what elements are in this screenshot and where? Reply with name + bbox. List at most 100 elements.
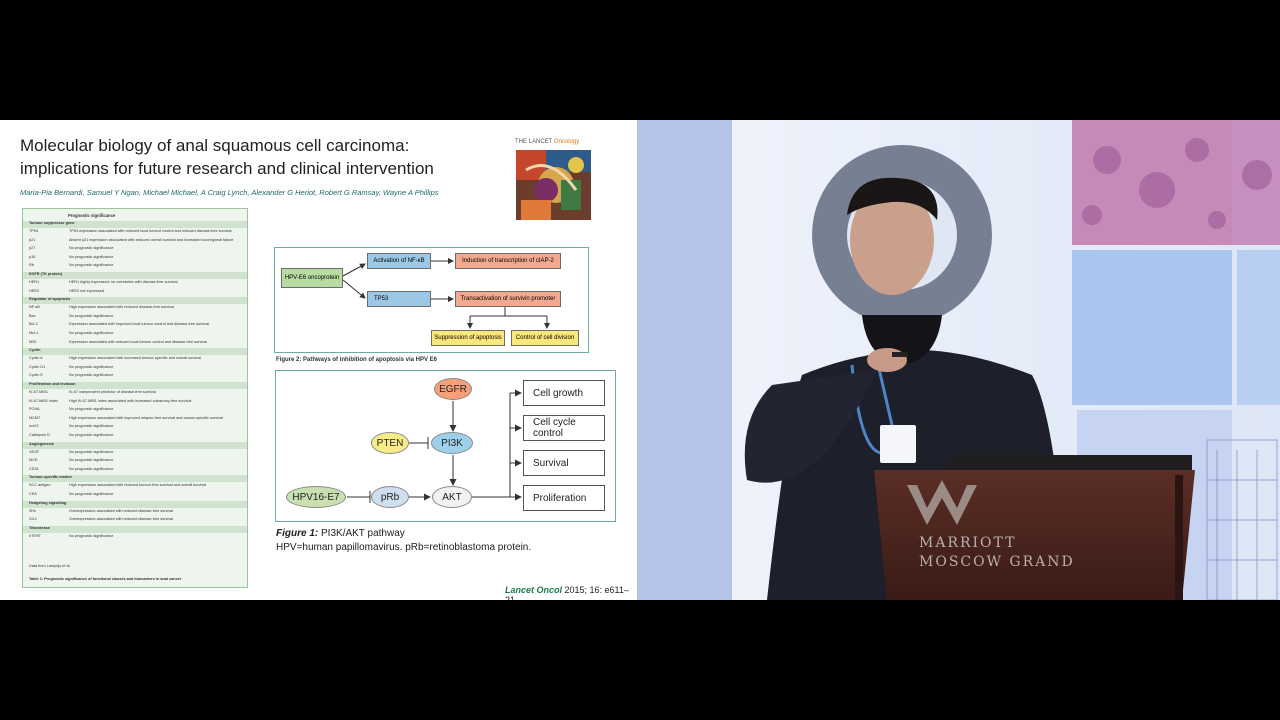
table-cell-marker: Rb: [29, 263, 34, 268]
fig1-caption-text: PI3K/AKT pathway: [318, 528, 405, 539]
survivin-box: Transactivation of survivin promoter: [455, 291, 561, 307]
table-cell-marker: Shh: [29, 508, 36, 513]
table-cell-significance: Expression associated with reduced local…: [69, 339, 208, 344]
table-cell-marker: NF-κB: [29, 305, 40, 310]
pi3k-node: PI3K: [431, 432, 473, 454]
table-cell-significance: High expression associated with reduced …: [69, 483, 207, 488]
table-note: Data from Lampejo et al.: [29, 564, 71, 568]
table-header: Prognostic significance: [68, 213, 116, 218]
table-cell-significance: No prognostic significance: [69, 254, 114, 259]
slide-title-line-2: implications for future research and cli…: [20, 159, 434, 178]
speaker-scene-illustration: [637, 120, 1280, 600]
table-cell-marker: Bax: [29, 313, 36, 318]
akt-node: AKT: [432, 486, 472, 508]
cell-growth-box: Cell growth: [523, 380, 605, 406]
journal-sub: Oncology: [553, 139, 580, 145]
slide-authors: Maria-Pia Bernardi, Samuel Y Ngan, Micha…: [20, 188, 439, 197]
table-cell-significance: High expression associated with reduced …: [69, 305, 174, 310]
slide-title: Molecular biology of anal squamous cell …: [20, 134, 490, 180]
pten-node: PTEN: [371, 432, 409, 454]
table-cell-marker: CEA: [29, 492, 37, 496]
table-section-header: Angiogenesis: [23, 441, 247, 449]
table-section-header: Proliferation and invasion: [23, 382, 247, 389]
table-row: CD31 No prognostic significance: [29, 467, 241, 474]
presentation-slide: Molecular biology of anal squamous cell …: [0, 120, 637, 600]
table-cell-significance: Overexpression associated with reduced d…: [69, 517, 174, 522]
table-cell-significance: No prognostic significance: [69, 449, 114, 454]
citation-journal: Lancet Oncol: [505, 585, 563, 595]
table-caption: Table 1: Prognostic significance of func…: [29, 577, 182, 581]
hpv16-e7-node: HPV16-E7: [286, 486, 346, 508]
table-cell-marker: VEGF: [29, 449, 40, 454]
table-section-header: Tumour suppressor gene: [23, 221, 247, 228]
table-row: Gli-1 Overexpression associated with redu…: [29, 517, 241, 524]
table-cell-marker: p27: [29, 246, 36, 251]
table-cell-significance: No prognostic significance: [69, 331, 114, 335]
table-cell-marker: MCM7: [29, 415, 41, 420]
table-cell-marker: CD31: [29, 466, 39, 471]
table-section-header: EGFR (TK protein): [23, 272, 247, 279]
table-cell-significance: No prognostic significance: [69, 407, 114, 412]
table-row: p27 No prognostic significance: [29, 246, 241, 253]
table-cell-significance: No prognostic significance: [69, 246, 114, 251]
egfr-node: EGFR: [434, 378, 472, 400]
table-cell-significance: Absent p21 expression associated with re…: [69, 237, 234, 242]
table-cell-marker: Gli-1: [29, 517, 38, 522]
table-cell-significance: No prognostic significance: [69, 492, 114, 496]
table-row: VEGF No prognostic significance: [29, 450, 241, 457]
table-cell-marker: Ki-67-MIB1: [29, 390, 48, 394]
table-cell-marker: Bcl-2: [29, 322, 38, 327]
suppression-apoptosis-box: Suppression of apoptosis: [431, 330, 505, 346]
speaker-photo: MARRIOTT MOSCOW GRAND: [637, 120, 1280, 600]
table-cell-marker: Cyclin D1: [29, 364, 46, 369]
fig1-caption-label: Figure 1:: [276, 528, 319, 539]
ciap2-box: Induction of transcription of cIAP-2: [455, 253, 561, 269]
prb-node: pRb: [371, 486, 409, 508]
podium-brand-line-1: MARRIOTT: [919, 535, 1017, 551]
table-cell-marker: p21: [29, 237, 36, 242]
fig1-subcaption: HPV=human papillomavirus. pRb=retinoblas…: [276, 542, 532, 553]
table-row: p21 Absent p21 expression associated with…: [29, 238, 241, 245]
table-cell-significance: No prognostic significance: [69, 466, 114, 471]
table-cell-significance: High Ki-67-MIB1 index associated with in…: [69, 398, 192, 403]
table-row: Ki-67-MIB1 Ki-67 independent predictor of…: [29, 390, 241, 397]
table-cell-significance: No prognostic significance: [69, 433, 114, 437]
journal-cover-image: [516, 150, 591, 220]
table-cell-significance: Ki-67 independent predictor of disease-f…: [69, 390, 156, 394]
journal-masthead: THE LANCET Oncology: [515, 139, 593, 145]
table-cell-significance: No prognostic significance: [69, 533, 114, 538]
table-row: NF-κB High expression associated with red…: [29, 305, 241, 312]
table-cell-marker: HER1: [29, 280, 40, 284]
table-cell-significance: No prognostic significance: [69, 373, 114, 378]
survival-box: Survival: [523, 450, 605, 476]
pi3k-akt-pathway-figure: EGFR PTEN PI3K HPV16-E7 pRb AKT Cell gro…: [275, 370, 616, 522]
cell-division-box: Control of cell division: [511, 330, 579, 346]
slide-title-line-1: Molecular biology of anal squamous cell …: [20, 136, 410, 155]
hpv-e6-box: HPV-E6 oncoprotein: [281, 268, 343, 288]
table-cell-significance: No prognostic significance: [69, 458, 114, 463]
table-section-header: Telomerase: [23, 525, 247, 533]
proliferation-box: Proliferation: [523, 485, 605, 511]
table-cell-significance: Overexpression associated with reduced d…: [69, 508, 174, 513]
speaker-badge: [880, 425, 916, 463]
table-cell-significance: No prognostic significance: [69, 424, 114, 429]
fig1-caption: Figure 1: PI3K/AKT pathway: [276, 528, 405, 539]
table-section-header: Cyclin: [23, 348, 247, 356]
tp53-box: TP53: [367, 291, 431, 307]
